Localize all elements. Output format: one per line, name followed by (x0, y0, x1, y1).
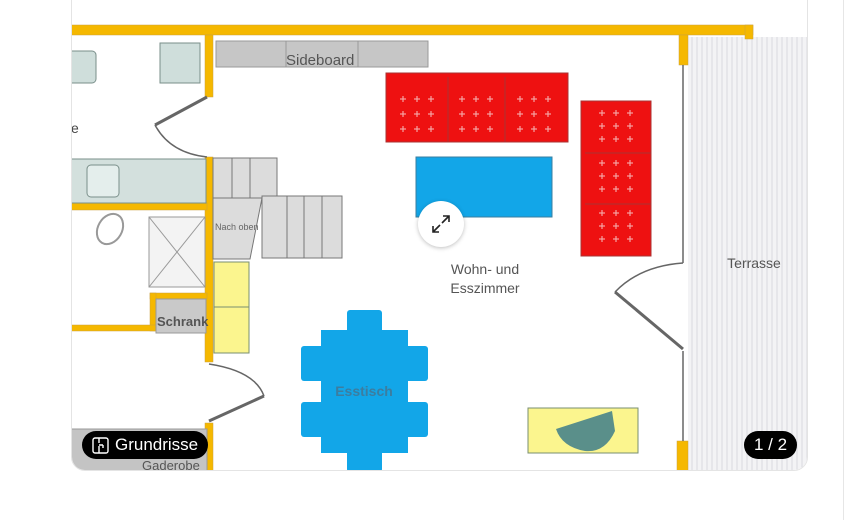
terrace (688, 37, 807, 470)
page-divider (843, 0, 844, 520)
label-gaderobe: Gaderobe (142, 458, 200, 471)
sideboard: Sideboard (215, 40, 429, 69)
label-living-2: Esszimmer (450, 280, 520, 296)
label-terrace: Terrasse (727, 255, 781, 271)
expand-arrows-icon (432, 215, 450, 233)
label-esstisch: Esstisch (335, 383, 393, 399)
floorplan-icon (92, 436, 109, 454)
sink (86, 164, 120, 198)
stairs: Nach oben (212, 157, 343, 260)
sofa-top (385, 72, 569, 143)
doors (154, 65, 684, 441)
label-room-partial: e (71, 120, 79, 136)
category-badge-grundrisse[interactable]: Grundrisse (82, 431, 209, 459)
image-counter-text: 1 / 2 (753, 435, 788, 454)
dining-table (301, 310, 428, 470)
schrank (155, 298, 207, 334)
category-label: Grundrisse (115, 435, 199, 454)
label-living-1: Wohn- und (451, 261, 519, 277)
expand-button[interactable] (418, 201, 464, 247)
image-counter: 1 / 2 (744, 431, 797, 459)
label-schrank: Schrank (157, 314, 209, 329)
shower (148, 216, 206, 288)
built-in-cabinet (213, 261, 250, 354)
label-stairs: Nach oben (215, 222, 259, 232)
toilet (95, 212, 125, 246)
tv-bench (527, 407, 639, 454)
label-sideboard: Sideboard (286, 52, 354, 69)
